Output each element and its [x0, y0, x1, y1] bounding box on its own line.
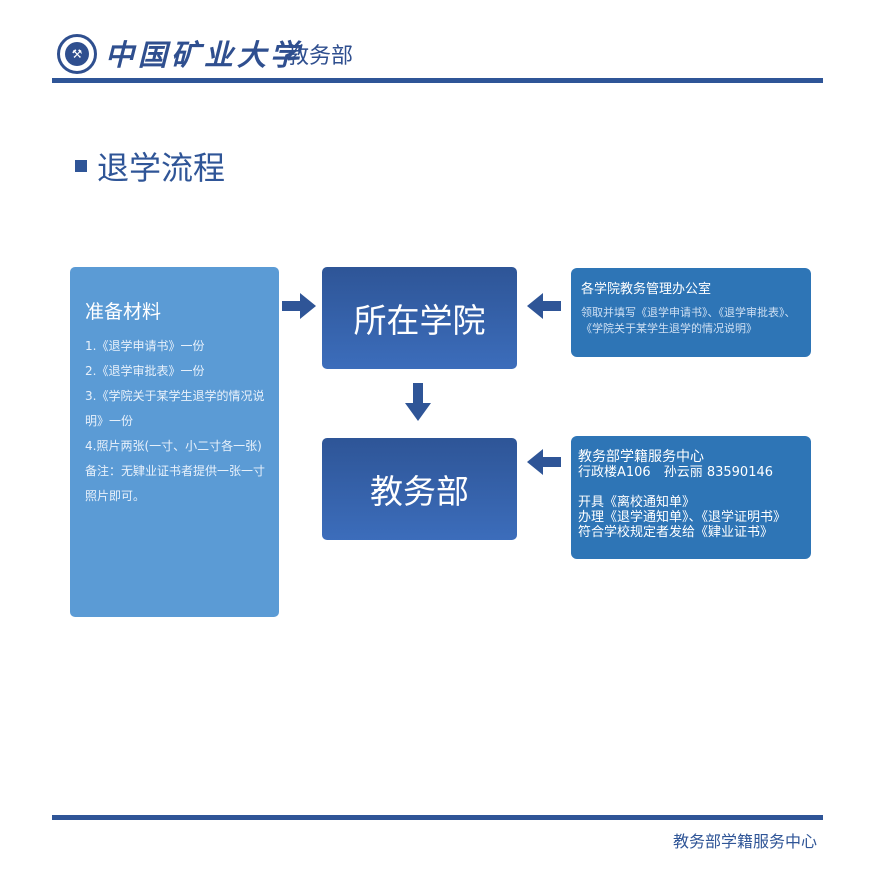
footer-divider — [52, 815, 823, 820]
material-item: 3.《学院关于某学生退学的情况说明》一份 — [85, 389, 265, 428]
material-item: 1.《退学申请书》一份 — [85, 339, 205, 353]
arrow-left-icon — [527, 449, 561, 475]
registry-line: 符合学校规定者发给《肄业证书》 — [578, 525, 774, 540]
registry-location: 行政楼A106 孙云丽 83590146 — [578, 465, 774, 480]
registry-line: 办理《退学通知单》、《退学证明书》 — [578, 510, 787, 525]
header-divider — [52, 78, 823, 83]
university-seal-logo: ⚒ — [57, 34, 97, 74]
department-name: 教务部 — [287, 44, 354, 69]
material-item: 2.《退学审批表》一份 — [85, 364, 205, 378]
material-item: 4.照片两张(一寸、小二寸各一张) — [85, 439, 262, 453]
materials-heading: 准备材料 — [85, 301, 162, 323]
footer-text: 教务部学籍服务中心 — [672, 832, 817, 851]
step-college: 所在学院 — [322, 267, 517, 369]
registry-line: 开具《离校通知单》 — [578, 495, 696, 510]
step-academic-affairs: 教务部 — [322, 438, 517, 540]
registry-box: 教务部学籍服务中心 行政楼A106 孙云丽 83590146 开具《离校通知单》… — [571, 436, 811, 559]
page-title-row: 退学流程 — [75, 143, 225, 189]
arrow-left-icon — [527, 293, 561, 319]
arrow-right-icon — [282, 293, 316, 319]
college-office-box: 各学院教务管理办公室 领取并填写《退学申请书》、《退学审批表》、《学院关于某学生… — [571, 268, 811, 357]
material-note: 备注：无肄业证书者提供一张一寸照片即可。 — [85, 464, 266, 503]
page-title: 退学流程 — [97, 149, 226, 187]
arrow-down-icon — [405, 383, 431, 421]
college-office-text: 领取并填写《退学申请书》、《退学审批表》、《学院关于某学生退学的情况说明》 — [581, 306, 796, 335]
college-office-title: 各学院教务管理办公室 — [581, 282, 712, 297]
university-name-logo: 中国矿业大学 — [105, 38, 304, 72]
materials-box: 准备材料 1.《退学申请书》一份 2.《退学审批表》一份 3.《学院关于某学生退… — [70, 267, 279, 617]
registry-title: 教务部学籍服务中心 — [578, 449, 704, 465]
square-bullet-icon — [75, 160, 87, 172]
